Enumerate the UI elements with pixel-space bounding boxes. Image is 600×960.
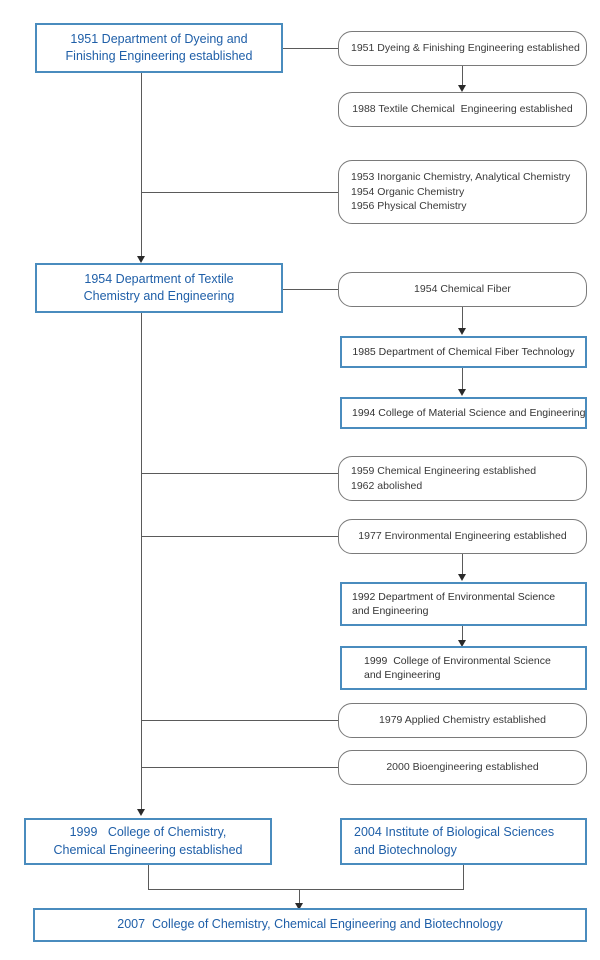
- capsule-line-2: 1962 abolished: [351, 479, 423, 492]
- capsule-chemistry-disciplines[interactable]: 1953 Inorganic Chemistry, Analytical Che…: [338, 160, 587, 224]
- connector-1992-to-1999-env: [462, 626, 463, 642]
- capsule-line-1: 1959 Chemical Engineering established: [351, 465, 537, 478]
- node-line-2: Chemical Engineering established: [53, 842, 243, 857]
- arrow-into-2007: [294, 903, 303, 910]
- node-line-1: 2004 Institute of Biological Sciences: [354, 825, 555, 840]
- node-1954-textile-chemistry-department[interactable]: 1954 Department of Textile Chemistry and…: [35, 263, 283, 313]
- node-line-2: Finishing Engineering established: [65, 49, 253, 63]
- box-line-1: 1999 College of Environmental Science: [364, 654, 551, 667]
- box-1994-college-material-science[interactable]: 1994 College of Material Science and Eng…: [340, 397, 587, 429]
- spine-1954-to-1999: [141, 313, 142, 811]
- node-line-2: Chemistry and Engineering: [83, 289, 235, 303]
- spine-arrow-into-1999: [136, 809, 145, 816]
- spine-1951-to-1954: [141, 73, 142, 258]
- connector-spine-to-chemeng-capsule: [141, 473, 338, 474]
- capsule-1954-chemical-fiber[interactable]: 1954 Chemical Fiber: [338, 272, 587, 307]
- arrow-into-1985: [457, 328, 466, 335]
- box-1999-college-environmental-science[interactable]: 1999 College of Environmental Science an…: [340, 646, 587, 690]
- box-line-1: 1985 Department of Chemical Fiber Techno…: [352, 345, 575, 358]
- node-1999-college-chemistry[interactable]: 1999 College of Chemistry, Chemical Engi…: [24, 818, 272, 865]
- node-2007-college-chemistry-biotechnology[interactable]: 2007 College of Chemistry, Chemical Engi…: [33, 908, 587, 942]
- connector-1954-to-fiber-capsule: [283, 289, 338, 290]
- capsule-line-3: 1956 Physical Chemistry: [351, 200, 467, 213]
- capsule-line-2: 1954 Organic Chemistry: [351, 185, 465, 198]
- capsule-line-1: 1979 Applied Chemistry established: [379, 714, 546, 727]
- capsule-1988-textile-chemical[interactable]: 1988 Textile Chemical Engineering establ…: [338, 92, 587, 127]
- capsule-1951-dyeing-finishing[interactable]: 1951 Dyeing & Finishing Engineering esta…: [338, 31, 587, 66]
- connector-spine-to-environmental-capsule: [141, 536, 338, 537]
- node-line-1: 1954 Department of Textile: [84, 271, 234, 286]
- box-1985-chemical-fiber-technology[interactable]: 1985 Department of Chemical Fiber Techno…: [340, 336, 587, 368]
- capsule-1959-chemical-engineering[interactable]: 1959 Chemical Engineering established 19…: [338, 456, 587, 501]
- spine-arrow-into-1954: [136, 256, 145, 263]
- capsule-2000-bioengineering[interactable]: 2000 Bioengineering established: [338, 750, 587, 785]
- connector-spine-to-chemistry-capsule: [141, 192, 338, 193]
- node-2004-institute-biological-sciences[interactable]: 2004 Institute of Biological Sciences an…: [340, 818, 587, 865]
- connector-merge-to-2007: [299, 889, 300, 905]
- capsule-line-1: 1951 Dyeing & Finishing Engineering esta…: [351, 42, 580, 55]
- connector-1977-to-1992: [462, 554, 463, 576]
- capsule-line-1: 1953 Inorganic Chemistry, Analytical Che…: [351, 171, 571, 184]
- connector-merge-horizontal: [148, 889, 464, 890]
- node-1951-dyeing-department[interactable]: 1951 Department of Dyeing and Finishing …: [35, 23, 283, 73]
- arrow-into-1988: [457, 85, 466, 92]
- node-line-1: 2007 College of Chemistry, Chemical Engi…: [117, 917, 503, 932]
- connector-spine-to-applied-chemistry-capsule: [141, 720, 338, 721]
- capsule-line-1: 1977 Environmental Engineering establish…: [358, 530, 567, 543]
- node-line-2: and Biotechnology: [354, 842, 457, 857]
- connector-spine-to-bioengineering-capsule: [141, 767, 338, 768]
- box-line-1: 1994 College of Material Science and Eng…: [352, 406, 586, 419]
- connector-1951-to-dyeing-capsule: [283, 48, 338, 49]
- box-line-2: and Engineering: [352, 605, 429, 617]
- connector-1999-down: [148, 865, 149, 889]
- box-line-2: and Engineering: [364, 669, 441, 681]
- box-line-1: 1992 Department of Environmental Science: [352, 590, 556, 603]
- connector-dyeing-to-1988: [462, 66, 463, 87]
- arrow-into-1992: [457, 574, 466, 581]
- capsule-1977-environmental-engineering[interactable]: 1977 Environmental Engineering establish…: [338, 519, 587, 554]
- arrow-into-1999-env: [457, 640, 466, 647]
- capsule-line-1: 1954 Chemical Fiber: [414, 283, 511, 296]
- connector-1985-to-1994: [462, 368, 463, 391]
- connector-2004-down: [463, 865, 464, 889]
- capsule-1979-applied-chemistry[interactable]: 1979 Applied Chemistry established: [338, 703, 587, 738]
- connector-fiber-to-1985: [462, 307, 463, 330]
- box-1992-department-environmental-science[interactable]: 1992 Department of Environmental Science…: [340, 582, 587, 626]
- capsule-line-1: 1988 Textile Chemical Engineering establ…: [352, 103, 573, 116]
- node-line-1: 1951 Department of Dyeing and: [70, 31, 248, 46]
- capsule-line-1: 2000 Bioengineering established: [386, 761, 539, 774]
- arrow-into-1994: [457, 389, 466, 396]
- node-line-1: 1999 College of Chemistry,: [69, 825, 227, 840]
